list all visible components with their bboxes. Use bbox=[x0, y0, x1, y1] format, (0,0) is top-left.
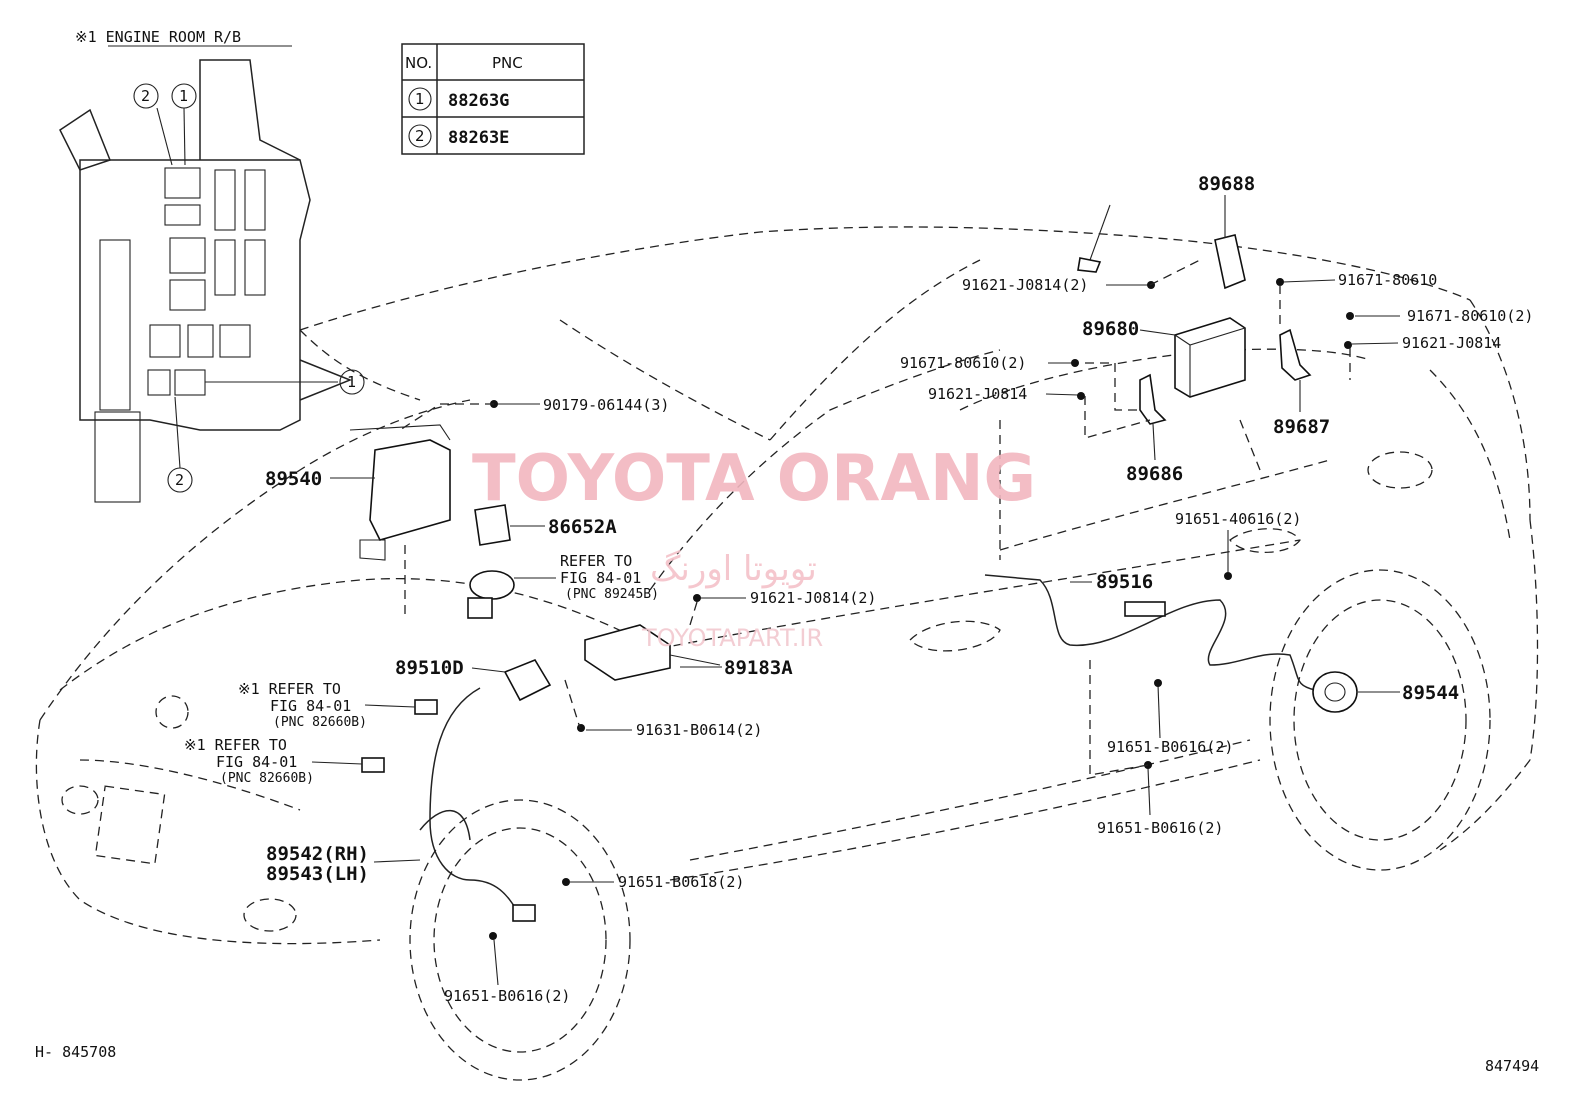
label-89542-rh: 89542(RH) bbox=[266, 843, 369, 865]
label-86652a: 86652A bbox=[548, 516, 617, 538]
callout-1-top: 1 bbox=[179, 87, 188, 105]
label-91651-b0616-2-bottom: 91651-B0616(2) bbox=[444, 987, 570, 1005]
label-89183a: 89183A bbox=[724, 657, 793, 679]
pnc-table: NO. PNC 1 88263G 2 88263E bbox=[401, 43, 585, 155]
label-91621-j0814-2-top: 91621-J0814(2) bbox=[962, 276, 1088, 294]
label-91621-j0814-2-lower: 91621-J0814(2) bbox=[750, 589, 876, 607]
label-89686: 89686 bbox=[1126, 463, 1183, 485]
label-91651-b0616-2-low: 91651-B0616(2) bbox=[1097, 819, 1223, 837]
label-fig-1: FIG 84-01 bbox=[560, 569, 641, 587]
table-row-1-pnc: 88263G bbox=[448, 91, 509, 111]
label-91671-80610-2-mid: 91671-80610(2) bbox=[900, 354, 1026, 372]
label-91671-80610: 91671-80610 bbox=[1338, 271, 1437, 289]
label-pnc-1: (PNC 89245B) bbox=[565, 587, 659, 602]
car-outline bbox=[35, 204, 1539, 1081]
label-refer-to-3: ※1 REFER TO bbox=[184, 736, 287, 754]
label-pnc-3: (PNC 82660B) bbox=[220, 771, 314, 786]
label-89544: 89544 bbox=[1402, 682, 1459, 704]
table-row-1-no: 1 bbox=[415, 90, 425, 108]
callout-2-top: 2 bbox=[141, 87, 150, 105]
label-89680: 89680 bbox=[1082, 318, 1139, 340]
table-row-2-no: 2 bbox=[415, 127, 425, 145]
watermark-line-2: تويوتا اورنگ bbox=[650, 549, 817, 589]
inset-title: ※1 ENGINE ROOM R/B bbox=[75, 28, 241, 46]
part-labels: 89688 91671-80610 91621-J0814(2) 91671-8… bbox=[35, 173, 1539, 1075]
label-fig-3: FIG 84-01 bbox=[216, 753, 297, 771]
label-89516: 89516 bbox=[1096, 571, 1153, 593]
label-fig-2: FIG 84-01 bbox=[270, 697, 351, 715]
label-refer-to-2: ※1 REFER TO bbox=[238, 680, 341, 698]
table-header-pnc: PNC bbox=[492, 54, 523, 72]
table-header-no: NO. bbox=[405, 54, 432, 72]
label-91651-b0618: 91651-B0618(2) bbox=[618, 873, 744, 891]
label-91631-b0614: 91631-B0614(2) bbox=[636, 721, 762, 739]
table-row-2-pnc: 88263E bbox=[448, 128, 509, 148]
label-91651-40616: 91651-40616(2) bbox=[1175, 510, 1301, 528]
label-pnc-2: (PNC 82660B) bbox=[273, 715, 367, 730]
leader-lines bbox=[311, 195, 1400, 986]
parts bbox=[349, 234, 1358, 922]
callout-1-right: 1 bbox=[347, 373, 356, 391]
label-91671-80610-2-right: 91671-80610(2) bbox=[1407, 307, 1533, 325]
watermark: TOYOTA ORANG تويوتا اورنگ TOYOTAPART.IR bbox=[472, 442, 1036, 652]
watermark-line-3: TOYOTAPART.IR bbox=[641, 624, 823, 652]
engine-room-relay-block-inset: ※1 ENGINE ROOM R/B 2 1 1 2 bbox=[59, 28, 365, 503]
label-91621-j0814-right: 91621-J0814 bbox=[1402, 334, 1501, 352]
label-89688: 89688 bbox=[1198, 173, 1255, 195]
label-89543-lh: 89543(LH) bbox=[266, 863, 369, 885]
label-90179-06144: 90179-06144(3) bbox=[543, 396, 669, 414]
callout-2-bottom: 2 bbox=[175, 471, 184, 489]
label-refer-to-1: REFER TO bbox=[560, 552, 632, 570]
label-91621-j0814-mid: 91621-J0814 bbox=[928, 385, 1027, 403]
label-89540: 89540 bbox=[265, 468, 322, 490]
watermark-line-1: TOYOTA ORANG bbox=[472, 442, 1036, 516]
diagram-code-right: 847494 bbox=[1485, 1057, 1539, 1075]
label-89687: 89687 bbox=[1273, 416, 1330, 438]
diagram-code-left: H- 845708 bbox=[35, 1043, 116, 1061]
label-91651-b0616-2-mid: 91651-B0616(2) bbox=[1107, 738, 1233, 756]
label-89510d: 89510D bbox=[395, 657, 464, 679]
